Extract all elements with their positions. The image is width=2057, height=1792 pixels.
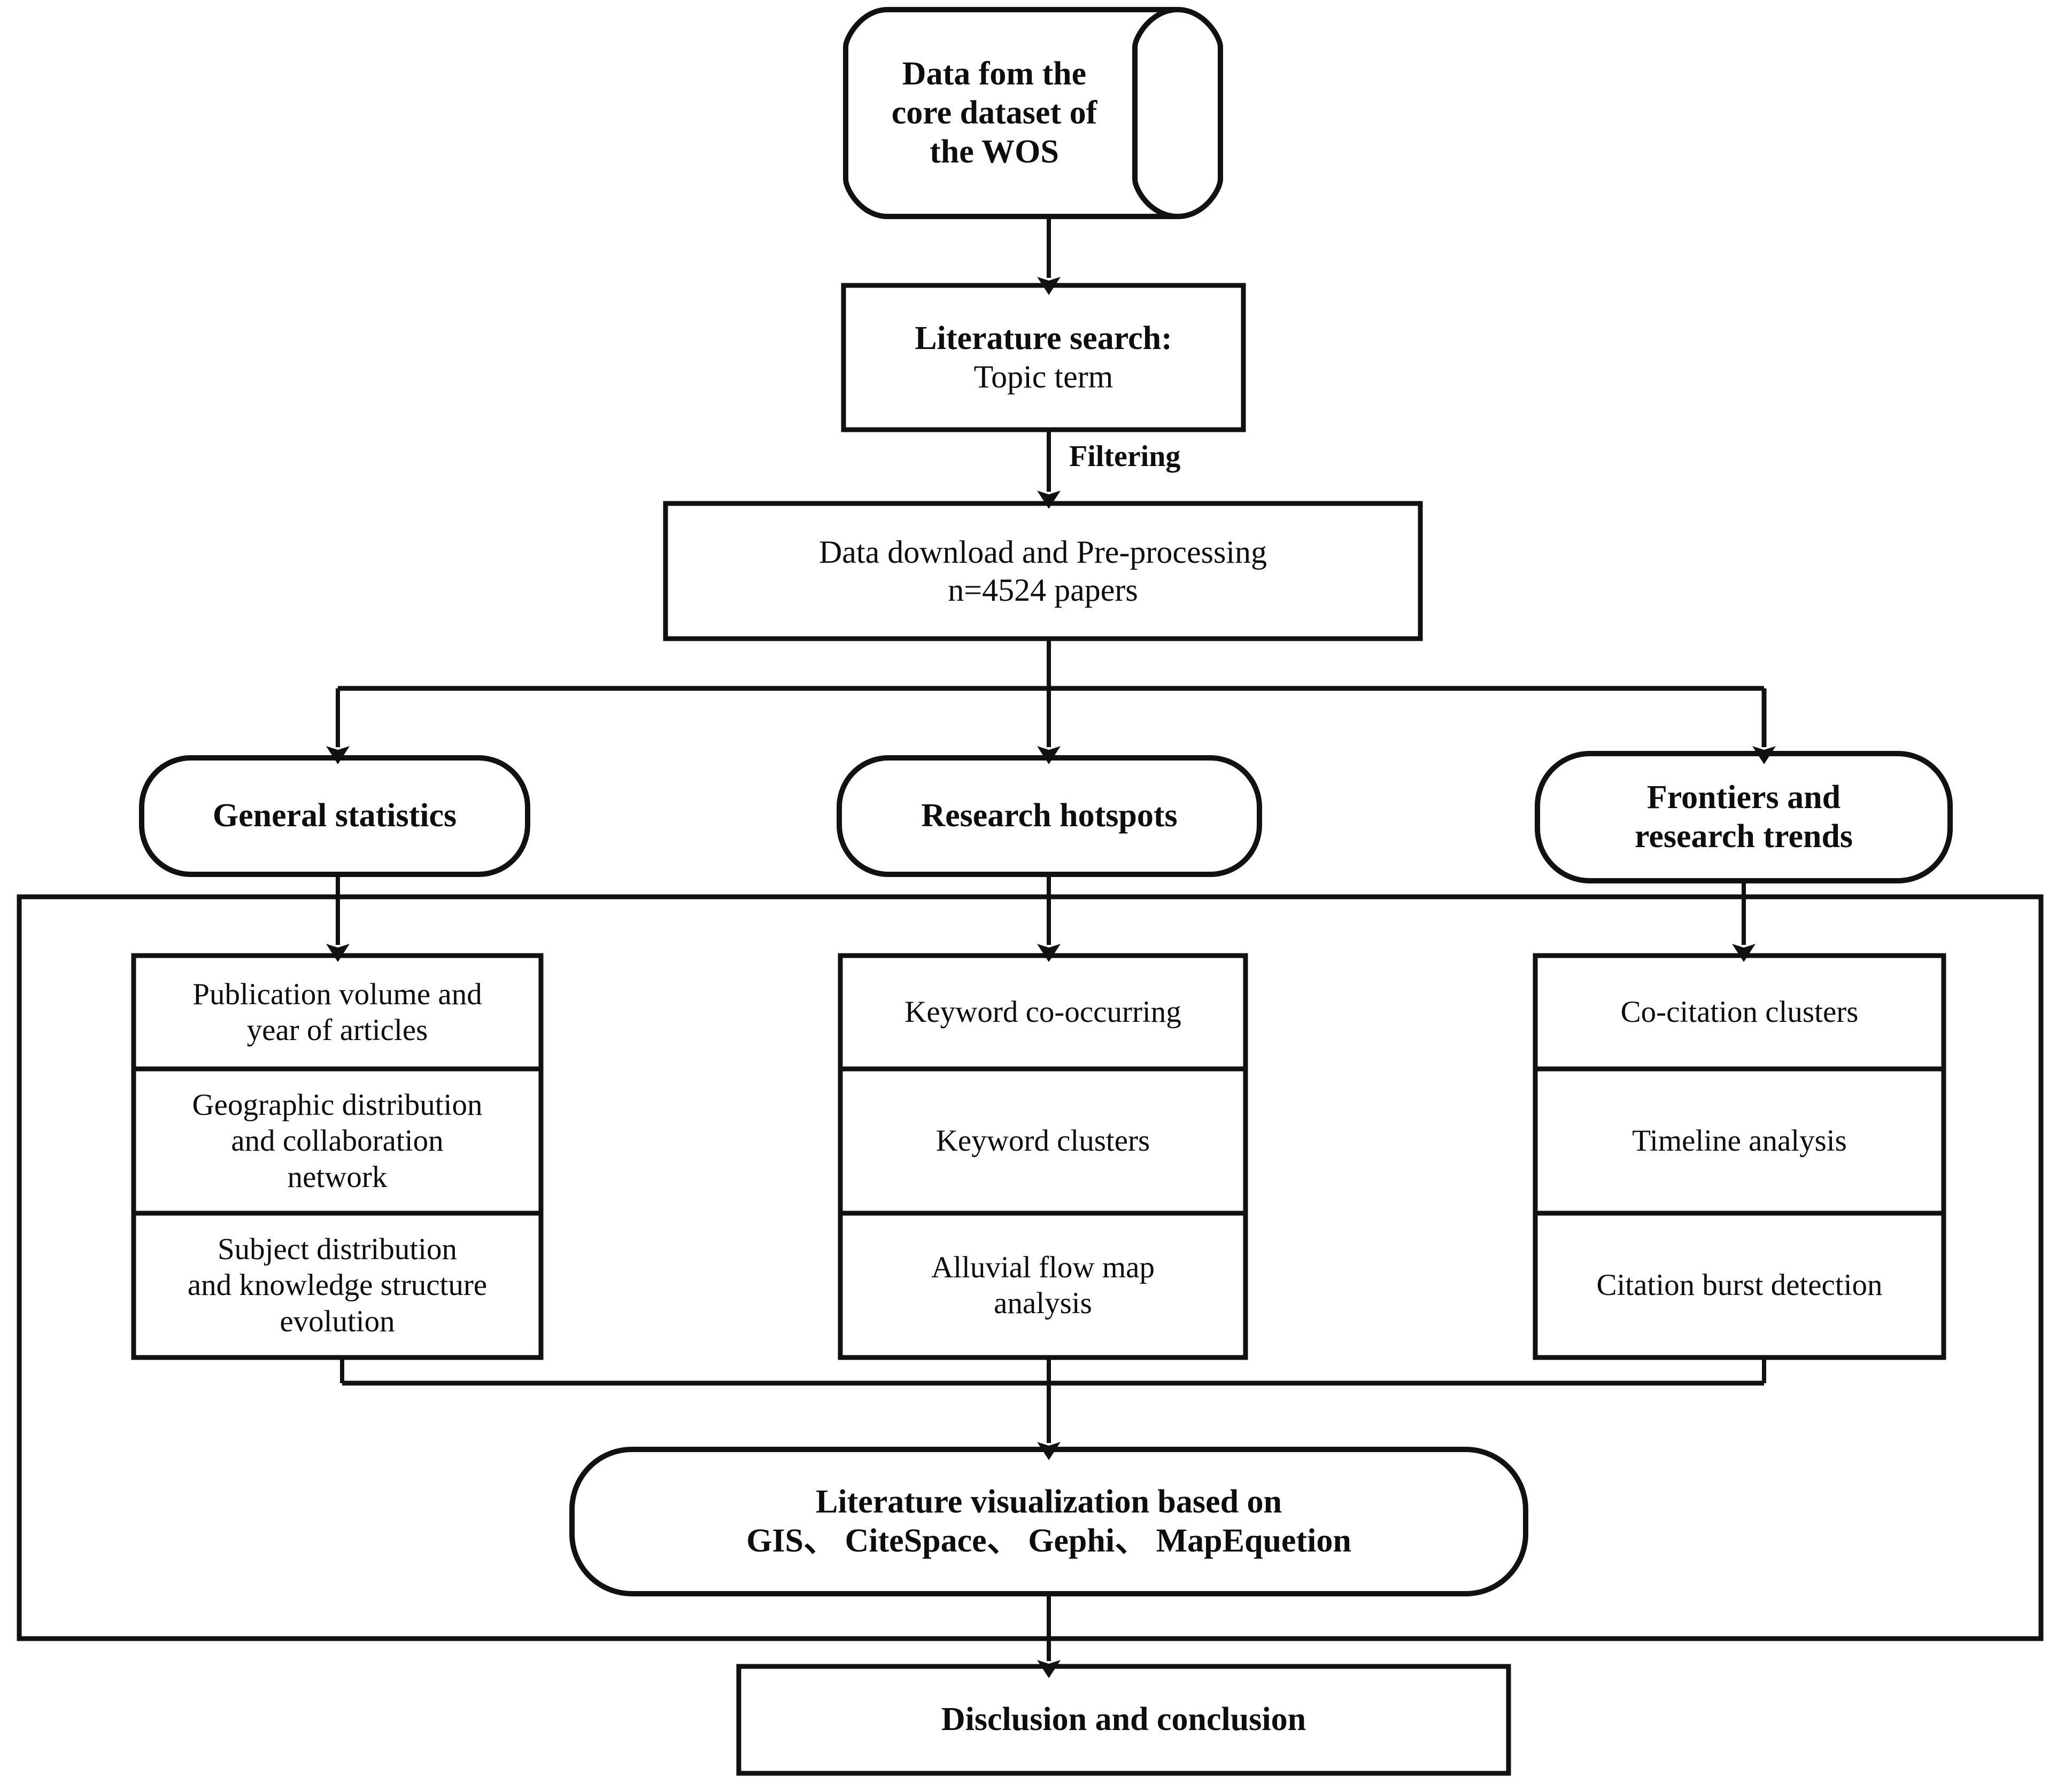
node-research-hotspots (837, 755, 1262, 877)
node-frontiers-research-trends (1535, 751, 1953, 883)
node-data-source (843, 7, 1223, 219)
node-general-statistics (139, 755, 530, 877)
node-data-download (663, 501, 1423, 641)
node-literature-visualization (569, 1447, 1528, 1596)
node-literature-search (841, 283, 1246, 432)
filtering-edge-label: Filtering (1069, 440, 1181, 473)
analysis-group-container (17, 894, 2044, 1641)
research-hotspots-column (838, 953, 1248, 1360)
frontiers-column (1533, 953, 1946, 1360)
node-conclusion (736, 1664, 1511, 1776)
general-statistics-column (131, 953, 544, 1360)
